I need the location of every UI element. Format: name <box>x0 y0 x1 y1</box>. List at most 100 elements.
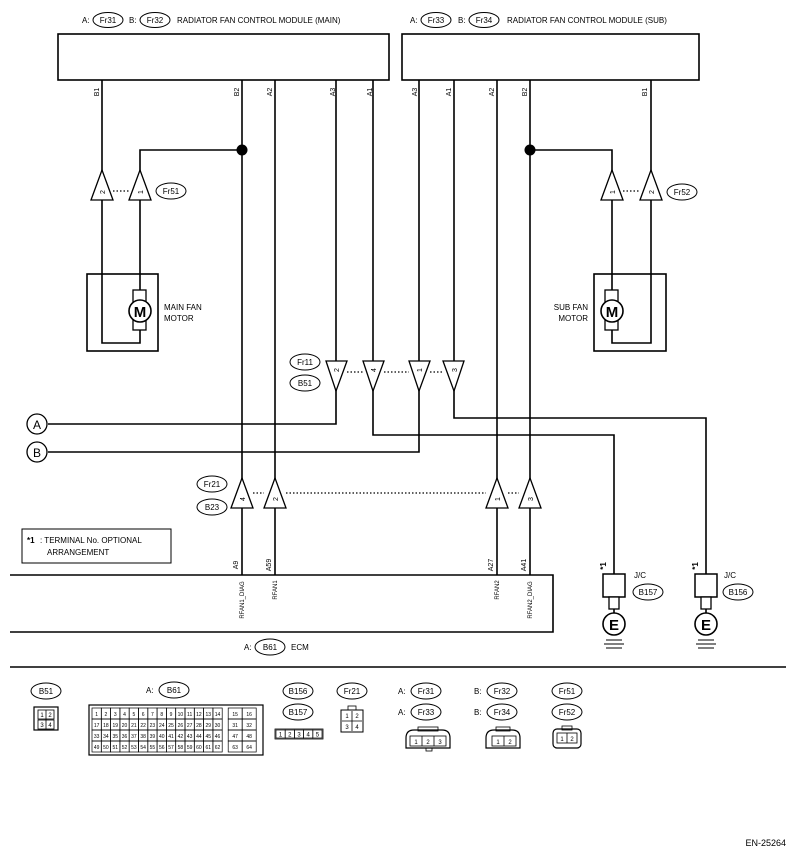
pin-number: 49 <box>94 745 100 751</box>
pin-triangle <box>263 476 287 509</box>
pin-number: 16 <box>246 712 252 718</box>
sub-module-header: A: Fr33 B: Fr34 RADIATOR FAN CONTROL MOD… <box>410 12 667 28</box>
conn-id: B61 <box>167 686 182 695</box>
pin-number: 13 <box>205 712 211 718</box>
pin-number: 63 <box>232 745 238 751</box>
pin-triangle <box>362 360 385 393</box>
pin-number: 11 <box>187 712 192 718</box>
pin-number: 26 <box>178 723 184 729</box>
pin-number: 7 <box>151 712 154 718</box>
pin-number: 54 <box>140 745 146 751</box>
connector-fr52: 1 2 Fr52 <box>600 168 698 201</box>
conn-oval <box>666 183 698 201</box>
conn-id: Fr51 <box>163 187 180 196</box>
sub-conn-a-prefix: A: <box>410 16 418 25</box>
conn-id: Fr31 <box>418 687 435 696</box>
conn-id: Fr32 <box>494 687 511 696</box>
conn-oval <box>289 353 321 371</box>
wire-sub-a3 <box>48 80 420 453</box>
wire-sub-b1 <box>611 80 652 344</box>
pin-number: 58 <box>178 745 184 751</box>
legend-b51: B51 1 2 3 4 <box>30 682 62 731</box>
pin-number: 5 <box>316 733 320 739</box>
pin-number: 60 <box>196 745 202 751</box>
pin-triangle <box>639 168 663 201</box>
main-fan-motor: M MAIN FAN MOTOR <box>86 273 202 352</box>
pin-triangle <box>485 476 509 509</box>
main-module-header: A: Fr31 B: Fr32 RADIATOR FAN CONTROL MOD… <box>82 12 341 28</box>
pin-number: 23 <box>150 723 156 729</box>
pin-number: 20 <box>122 723 128 729</box>
pin-number: 1 <box>95 712 98 718</box>
ecm-label: ECM <box>291 643 309 652</box>
conn-id: B157 <box>639 588 658 597</box>
pin-label: A2 <box>489 88 496 97</box>
pin-number: 29 <box>205 723 211 729</box>
ecm-unit: A9 A59 A27 A41 RFAN1_DIAG RFAN1 RFAN2 RF… <box>10 559 554 656</box>
jc-label: J/C <box>634 571 646 580</box>
pin-triangle <box>600 168 624 201</box>
legend-fr31-fr33: A: Fr31 A: Fr33 1 2 3 <box>398 682 451 752</box>
pin-number: 1 <box>345 714 349 720</box>
ground-symbol: E <box>701 617 711 634</box>
conn-prefix: A: <box>146 686 154 695</box>
pin-number: 24 <box>159 723 165 729</box>
pin-number: 3 <box>528 497 535 501</box>
pin-triangle <box>325 360 348 393</box>
pin-number: 44 <box>196 734 202 740</box>
pin-number: 1 <box>138 190 145 194</box>
sub-conn-b-oval <box>468 12 500 28</box>
wire-main-motor-feed <box>139 149 242 290</box>
pin-number: 30 <box>215 723 221 729</box>
pin-number: 64 <box>246 745 252 751</box>
pin-number: 50 <box>103 745 109 751</box>
pin-cell <box>312 729 323 739</box>
connector-fr51: 2 1 Fr51 <box>90 168 187 201</box>
pin-triangle <box>90 168 114 201</box>
pin-number: 3 <box>345 725 349 731</box>
sub-conn-b-prefix: B: <box>458 16 466 25</box>
pin-number: 39 <box>150 734 156 740</box>
pin-number: 1 <box>560 737 564 743</box>
pin-number: 28 <box>196 723 202 729</box>
pin-number: 2 <box>48 713 52 719</box>
conn-oval <box>486 682 518 700</box>
conn-oval <box>282 703 314 721</box>
pin-number: 4 <box>371 368 378 372</box>
motor-label: MAIN FAN <box>164 303 202 312</box>
sub-module-pins: A3 A1 A2 B2 B1 <box>412 88 649 97</box>
conn-prefix: B: <box>474 708 482 717</box>
conn-id: Fr11 <box>297 358 313 367</box>
pin-number: 18 <box>103 723 109 729</box>
note-box: *1 : TERMINAL No. OPTIONAL ARRANGEMENT <box>21 528 172 564</box>
conn-oval <box>336 682 368 700</box>
conn-id: Fr21 <box>344 687 361 696</box>
pin-triangle <box>408 360 431 393</box>
pin-number: 27 <box>187 723 193 729</box>
motor-symbol: M <box>606 304 619 321</box>
conn-oval <box>410 703 442 721</box>
pin-number: 46 <box>215 734 221 740</box>
conn-id: B51 <box>298 379 313 388</box>
wire-main-b1 <box>101 80 141 344</box>
conn-id: B157 <box>289 708 308 717</box>
main-conn-b-prefix: B: <box>129 16 137 25</box>
pin-number: 36 <box>122 734 128 740</box>
pin-number: 31 <box>232 723 238 729</box>
main-module-title: RADIATOR FAN CONTROL MODULE (MAIN) <box>177 16 341 25</box>
pin-label: B2 <box>234 88 241 97</box>
pin-number: 25 <box>168 723 174 729</box>
conn-id: B51 <box>39 687 54 696</box>
pin-triangle <box>230 476 254 509</box>
main-conn-a-prefix: A: <box>82 16 90 25</box>
pin-number: 5 <box>132 712 135 718</box>
sub-conn-a-id: Fr33 <box>428 16 445 25</box>
pin-number: 48 <box>246 734 252 740</box>
signal-label: RFAN2 <box>495 580 501 600</box>
motor-icon <box>128 299 152 323</box>
pin-label: A41 <box>521 559 528 572</box>
pin-number: 34 <box>103 734 109 740</box>
